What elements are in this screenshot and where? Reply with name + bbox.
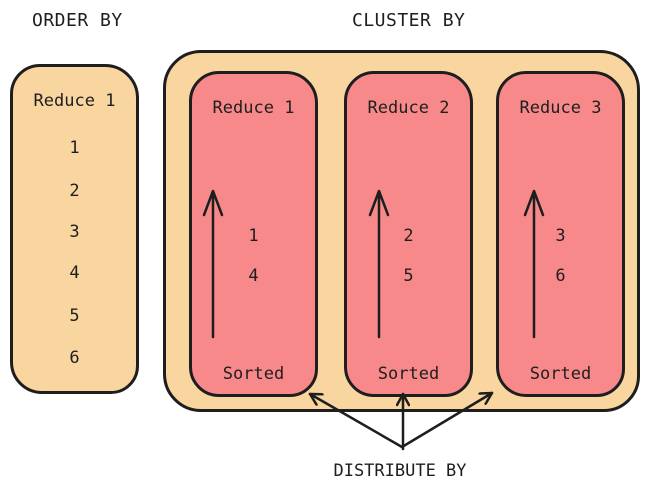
sorted-label: Sorted bbox=[222, 364, 285, 384]
value-item: 3 bbox=[69, 222, 80, 242]
sort-ascending-arrow-icon bbox=[368, 189, 390, 339]
reducer-label: Reduce 1 bbox=[33, 91, 116, 111]
sorted-label: Sorted bbox=[529, 364, 592, 384]
sort-ascending-arrow-icon bbox=[523, 189, 545, 339]
order-by-title: ORDER BY bbox=[32, 10, 123, 31]
value-item: 5 bbox=[69, 306, 80, 326]
value-item: 4 bbox=[69, 263, 80, 283]
value-item: 4 bbox=[248, 266, 259, 286]
distribute-by-title: DISTRIBUTE BY bbox=[333, 461, 467, 481]
value-item: 1 bbox=[248, 226, 259, 246]
cluster-by-title: CLUSTER BY bbox=[352, 10, 466, 31]
reducer-box-2: Reduce 2 2 5 Sorted bbox=[344, 71, 473, 397]
reducer-label: Reduce 3 bbox=[519, 98, 602, 118]
order-by-reducer-box: Reduce 1 1 2 3 4 5 6 bbox=[10, 64, 139, 394]
reducer-label: Reduce 1 bbox=[212, 98, 295, 118]
sorted-label: Sorted bbox=[377, 364, 440, 384]
value-item: 2 bbox=[403, 226, 414, 246]
reducer-label: Reduce 2 bbox=[367, 98, 450, 118]
value-item: 6 bbox=[555, 266, 566, 286]
value-item: 5 bbox=[403, 266, 414, 286]
sort-ascending-arrow-icon bbox=[202, 189, 224, 339]
value-item: 6 bbox=[69, 348, 80, 368]
reducer-box-3: Reduce 3 3 6 Sorted bbox=[496, 71, 625, 397]
cluster-by-container: Reduce 1 1 4 Sorted Reduce 2 2 5 Sorted … bbox=[163, 50, 640, 412]
reducer-box-1: Reduce 1 1 4 Sorted bbox=[189, 71, 318, 397]
value-item: 2 bbox=[69, 181, 80, 201]
value-item: 3 bbox=[555, 226, 566, 246]
value-item: 1 bbox=[69, 138, 80, 158]
